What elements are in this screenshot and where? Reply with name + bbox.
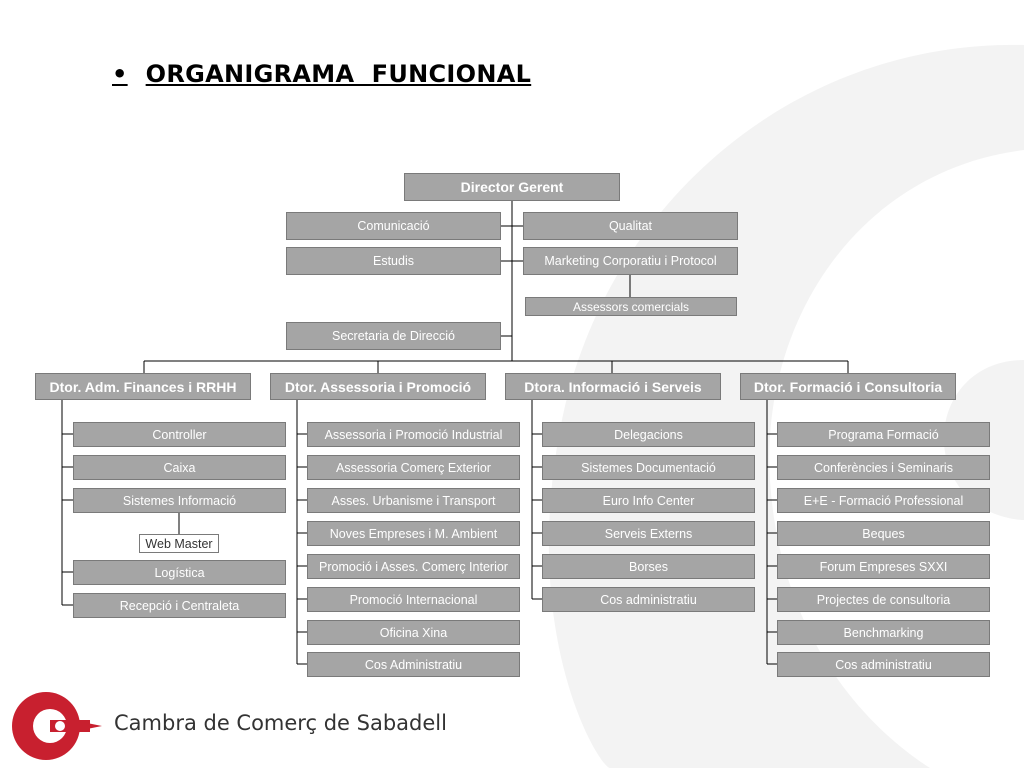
assessoria-item: Assessoria Comerç Exterior (307, 455, 520, 480)
assessors-comercials-box: Assessors comercials (525, 297, 737, 316)
formacio-item: Beques (777, 521, 990, 546)
comunicacio-box: Comunicació (286, 212, 501, 240)
finances-item: Logística (73, 560, 286, 585)
finances-item: Caixa (73, 455, 286, 480)
dept-head-finances: Dtor. Adm. Finances i RRHH (35, 373, 251, 400)
assessoria-item: Oficina Xina (307, 620, 520, 645)
informacio-item: Borses (542, 554, 755, 579)
web-master-box: Web Master (139, 534, 219, 553)
formacio-item: Programa Formació (777, 422, 990, 447)
finances-item: Controller (73, 422, 286, 447)
marketing-box: Marketing Corporatiu i Protocol (523, 247, 738, 275)
logo-text: Cambra de Comerç de Sabadell (114, 711, 447, 735)
informacio-item: Sistemes Documentació (542, 455, 755, 480)
formacio-item: E+E - Formació Professional (777, 488, 990, 513)
assessoria-item: Asses. Urbanisme i Transport (307, 488, 520, 513)
dept-head-assessoria: Dtor. Assessoria i Promoció (270, 373, 486, 400)
formacio-item: Projectes de consultoria (777, 587, 990, 612)
informacio-item: Euro Info Center (542, 488, 755, 513)
estudis-box: Estudis (286, 247, 501, 275)
assessoria-item: Noves Empreses i M. Ambient (307, 521, 520, 546)
title-text: ORGANIGRAMA FUNCIONAL (145, 60, 532, 88)
informacio-item: Cos administratiu (542, 587, 755, 612)
assessoria-item: Promoció Internacional (307, 587, 520, 612)
informacio-item: Serveis Externs (542, 521, 755, 546)
director-gerent-box: Director Gerent (404, 173, 620, 201)
dept-head-informacio: Dtora. Informació i Serveis (505, 373, 721, 400)
assessoria-item: Assessoria i Promoció Industrial (307, 422, 520, 447)
finances-item: Sistemes Informació (73, 488, 286, 513)
formacio-item: Cos administratiu (777, 652, 990, 677)
title-bullet: • (112, 60, 128, 88)
page-title: • ORGANIGRAMA FUNCIONAL (112, 60, 531, 88)
formacio-item: Forum Empreses SXXI (777, 554, 990, 579)
assessoria-item: Cos Administratiu (307, 652, 520, 677)
secretaria-box: Secretaria de Direcció (286, 322, 501, 350)
qualitat-box: Qualitat (523, 212, 738, 240)
formacio-item: Benchmarking (777, 620, 990, 645)
dept-head-formacio: Dtor. Formació i Consultoria (740, 373, 956, 400)
formacio-item: Conferències i Seminaris (777, 455, 990, 480)
assessoria-item: Promoció i Asses. Comerç Interior (307, 554, 520, 579)
informacio-item: Delegacions (542, 422, 755, 447)
cambra-c-logo-icon (12, 692, 102, 760)
finances-item: Recepció i Centraleta (73, 593, 286, 618)
